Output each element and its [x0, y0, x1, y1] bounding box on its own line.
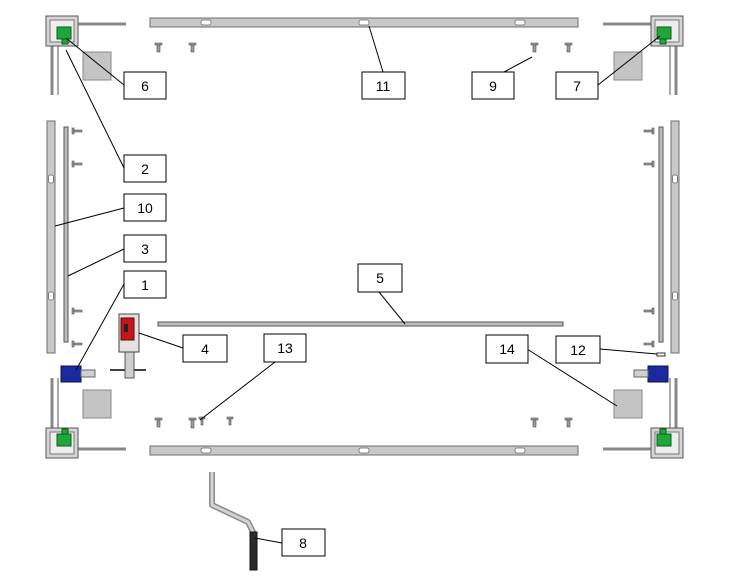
screw-icon — [154, 42, 163, 53]
screw-icon — [643, 307, 655, 315]
small-clip — [656, 352, 666, 357]
left-guide-rod — [63, 126, 69, 343]
center-crossbar — [157, 321, 564, 327]
hand-crank — [209, 472, 258, 571]
corner-bracket-top-right — [603, 15, 684, 95]
callout-label: 14 — [499, 341, 515, 357]
callout-label: 12 — [570, 342, 586, 358]
callout-1: 1 — [123, 270, 167, 299]
square-plate — [613, 51, 643, 81]
callout-label: 4 — [201, 341, 209, 357]
callout-3: 3 — [123, 234, 167, 263]
screws — [71, 42, 655, 429]
screw-icon — [564, 42, 573, 53]
bottom-rail — [149, 445, 579, 456]
left-side-rail — [46, 120, 56, 354]
callout-12: 12 — [555, 335, 601, 364]
callout-14: 14 — [485, 334, 529, 364]
callout-label: 3 — [141, 241, 149, 257]
callout-7: 7 — [555, 71, 599, 100]
callout-5: 5 — [357, 263, 403, 293]
square-plate — [82, 51, 112, 81]
screw-icon — [530, 42, 539, 53]
screw-icon — [530, 417, 539, 428]
screw-icon — [154, 417, 163, 428]
right-side-rail — [670, 120, 680, 354]
callout-label: 11 — [376, 78, 391, 94]
callout-label: 2 — [141, 161, 149, 177]
callout-label: 6 — [141, 78, 149, 94]
callout-9: 9 — [471, 71, 515, 100]
sensor-block-right — [633, 365, 669, 383]
corner-bracket-top-left — [45, 15, 126, 95]
screw-icon — [71, 307, 83, 315]
screw-icon — [564, 417, 573, 428]
callout-13: 13 — [263, 333, 307, 363]
callout-label: 1 — [141, 277, 149, 293]
callout-10: 10 — [123, 193, 167, 222]
screw-icon — [226, 416, 234, 426]
screw-icon — [71, 340, 83, 348]
callout-label: 9 — [489, 78, 497, 94]
square-plate — [82, 389, 112, 419]
right-guide-rod — [658, 126, 664, 343]
motor-assembly — [110, 313, 146, 379]
screw-icon — [71, 160, 83, 168]
screw-icon — [71, 127, 83, 135]
callout-label: 13 — [277, 340, 293, 356]
screw-icon — [188, 417, 197, 429]
callout-6: 6 — [123, 71, 167, 100]
callout-8: 8 — [281, 528, 326, 557]
callout-2: 2 — [123, 154, 167, 183]
screw-icon — [643, 127, 655, 135]
top-rail — [149, 17, 579, 28]
callout-11: 11 — [361, 71, 406, 100]
corner-bracket-bottom-left — [45, 378, 126, 459]
screw-icon — [188, 42, 197, 53]
screw-icon — [643, 340, 655, 348]
callout-4: 4 — [182, 334, 228, 363]
callout-label: 7 — [573, 78, 581, 94]
callout-label: 8 — [299, 535, 307, 551]
leader-lines — [54, 25, 661, 544]
sensor-block-left — [60, 365, 96, 383]
callout-label: 10 — [137, 200, 153, 216]
corner-bracket-bottom-right — [603, 378, 684, 459]
callout-label: 5 — [376, 270, 384, 286]
square-plate — [613, 389, 643, 419]
screw-icon — [643, 160, 655, 168]
